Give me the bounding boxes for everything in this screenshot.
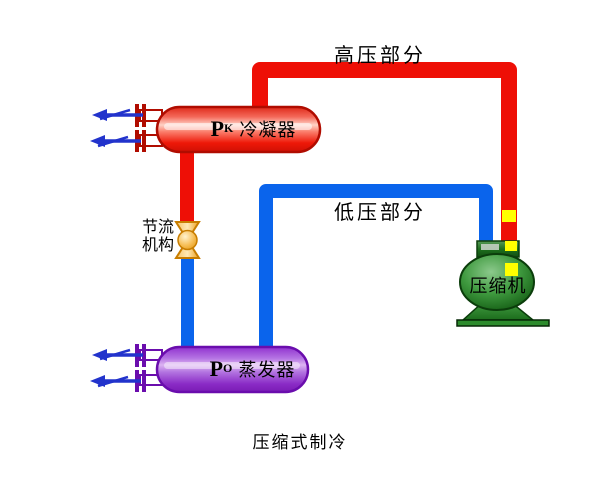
low-pressure-pipe bbox=[259, 184, 493, 352]
flow-marker-icon bbox=[502, 210, 516, 222]
flow-marker-body-icon bbox=[505, 263, 518, 276]
evaporator-body bbox=[155, 345, 310, 394]
condenser-name: 冷凝器 bbox=[239, 119, 297, 140]
throttle-valve-icon bbox=[174, 221, 201, 259]
low-pressure-label: 低压部分 bbox=[334, 202, 426, 224]
condenser-water-arrow-bottom-icon bbox=[90, 135, 141, 148]
flow-marker-neck-icon bbox=[505, 241, 517, 251]
compressor-neck-highlight bbox=[481, 244, 499, 250]
compressor-label: 压缩机 bbox=[469, 276, 527, 296]
diagram-title: 压缩式制冷 bbox=[252, 433, 348, 452]
high-pressure-label: 高压部分 bbox=[334, 45, 426, 67]
evaporator-vessel bbox=[135, 344, 310, 394]
evaporator-symbol: P bbox=[209, 355, 224, 381]
condenser-vessel bbox=[135, 104, 322, 154]
condenser-symbol: P bbox=[210, 115, 225, 141]
throttle-label-line1: 节流 bbox=[141, 219, 174, 236]
evaporator-water-arrow-bottom-icon bbox=[90, 375, 141, 388]
compressor-unit bbox=[456, 240, 550, 327]
evaporator-highlight bbox=[164, 362, 300, 369]
compressor-base bbox=[456, 319, 550, 327]
throttle-label-line2: 机构 bbox=[141, 237, 174, 254]
condenser-water-arrow-top-icon bbox=[92, 108, 143, 121]
throttle-label: 节流 机构 bbox=[126, 219, 174, 255]
evaporator-name: 蒸发器 bbox=[238, 359, 296, 380]
evaporator-water-arrow-top-icon bbox=[92, 348, 143, 361]
condenser-symbol-sub: K bbox=[224, 121, 234, 135]
high-pressure-pipe bbox=[252, 62, 517, 252]
evaporator-symbol-sub: O bbox=[223, 361, 233, 375]
condenser-highlight bbox=[164, 123, 312, 130]
